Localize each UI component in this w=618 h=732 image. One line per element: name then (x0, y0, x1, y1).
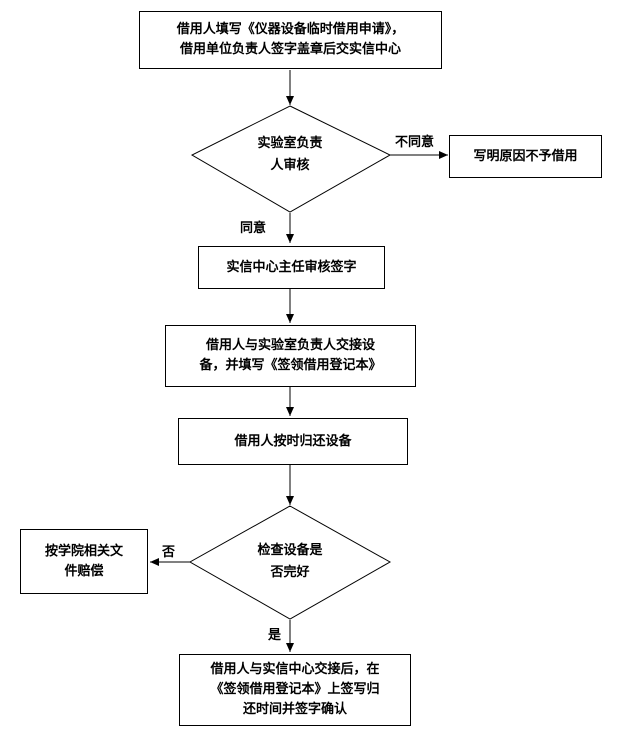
confirm-line3: 还时间并签字确认 (242, 702, 347, 717)
return-box-text: 借用人按时归还设备 (234, 433, 352, 449)
reject-box-text: 写明原因不予借用 (473, 148, 578, 164)
director-sign-box: 实信中心主任审核签字 (198, 246, 385, 289)
review-decision-diamond (190, 105, 392, 213)
return-box: 借用人按时归还设备 (178, 418, 408, 465)
director-sign-text: 实信中心主任审核签字 (226, 259, 357, 275)
check-decision-diamond (188, 505, 392, 620)
apply-step-box: 借用人填写《仪器设备临时借用申请》， 借用单位负责人签字盖章后交实信中心 (139, 11, 442, 69)
confirm-line2: 《签领借用登记本》上签写归 (210, 682, 380, 697)
review-decision-line2: 人审核 (270, 158, 310, 173)
confirm-return-box: 借用人与实信中心交接后，在 《签领借用登记本》上签写归 还时间并签字确认 (179, 654, 411, 726)
apply-step-line2: 借用单位负责人签字盖章后交实信中心 (179, 42, 401, 57)
handover-line1: 借用人与实验室负责人交接设 (205, 338, 375, 353)
check-decision-line1: 检查设备是 (257, 543, 323, 558)
agree-label: 同意 (240, 221, 267, 236)
check-decision-line2: 否完好 (270, 565, 310, 580)
reject-box: 写明原因不予借用 (449, 135, 602, 178)
check-decision-text: 检查设备是 否完好 (215, 540, 365, 584)
confirm-line1: 借用人与实信中心交接后，在 (210, 662, 380, 677)
disagree-label: 不同意 (395, 135, 435, 150)
yes-label: 是 (268, 628, 282, 643)
apply-step-line1: 借用人填写《仪器设备临时借用申请》， (176, 22, 405, 37)
no-label: 否 (162, 545, 176, 560)
handover-box: 借用人与实验室负责人交接设 备，并填写《签领借用登记本》 (165, 325, 416, 387)
compensate-line2: 件赔偿 (64, 563, 104, 579)
compensate-line1: 按学院相关文 (44, 543, 123, 559)
compensate-box: 按学院相关文 件赔偿 (20, 529, 148, 594)
review-decision-text: 实验室负责 人审核 (215, 133, 365, 177)
handover-line2: 备，并填写《签领借用登记本》 (199, 358, 382, 373)
review-decision-line1: 实验室负责 (257, 136, 323, 151)
